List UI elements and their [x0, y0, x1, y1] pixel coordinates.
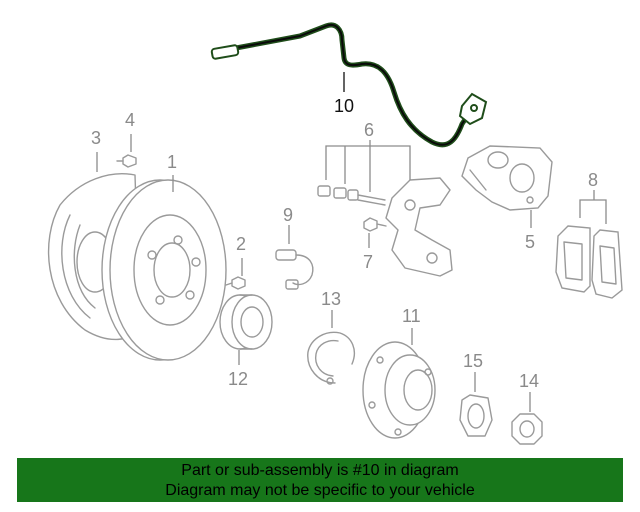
- part-2-screw: [225, 276, 246, 290]
- callout-11: 11: [402, 306, 421, 326]
- callout-7: 7: [363, 252, 373, 272]
- part-7-caliper-bolt: [363, 217, 387, 232]
- part-4-bolt: [116, 154, 137, 168]
- callout-5: 5: [525, 232, 535, 252]
- callout-8: 8: [588, 170, 598, 190]
- brake-assembly-diagram: 3 4 1 2 9 12 13 11 15 14 5 7 6 8 10: [47, 22, 623, 445]
- part-6-caliper-bracket: [317, 177, 453, 277]
- banner-line-2: Diagram may not be specific to your vehi…: [165, 482, 475, 499]
- part-3-dust-shield: [47, 173, 141, 341]
- info-banner: Part or sub-assembly is #10 in diagram D…: [17, 458, 623, 502]
- callout-15: 15: [463, 351, 483, 371]
- callout-4: 4: [125, 110, 135, 130]
- callout-labels: 3 4 1 2 9 12 13 11 15 14 5 7 6 8 10: [91, 96, 598, 391]
- callout-10: 10: [334, 96, 354, 116]
- part-13-snap-ring: [307, 331, 356, 385]
- part-15-collar: [459, 394, 493, 437]
- callout-1: 1: [167, 152, 177, 172]
- part-14-axle-nut: [511, 413, 543, 445]
- part-8-brake-pads: [555, 225, 623, 299]
- part-12-wheel-bearing: [219, 294, 273, 350]
- callout-2: 2: [236, 234, 246, 254]
- part-11-wheel-hub: [362, 341, 436, 439]
- callout-9: 9: [283, 205, 293, 225]
- part-1-brake-rotor: [101, 179, 227, 361]
- part-10-abs-sensor-wire: [210, 22, 488, 148]
- part-9-wear-sensor: [275, 249, 314, 290]
- callout-3: 3: [91, 128, 101, 148]
- callout-6: 6: [364, 120, 374, 140]
- callout-14: 14: [519, 371, 539, 391]
- banner-line-1: Part or sub-assembly is #10 in diagram: [181, 462, 459, 479]
- part-5-brake-caliper: [461, 145, 553, 211]
- callout-12: 12: [228, 369, 248, 389]
- callout-13: 13: [321, 289, 341, 309]
- leader-lines: [96, 72, 607, 412]
